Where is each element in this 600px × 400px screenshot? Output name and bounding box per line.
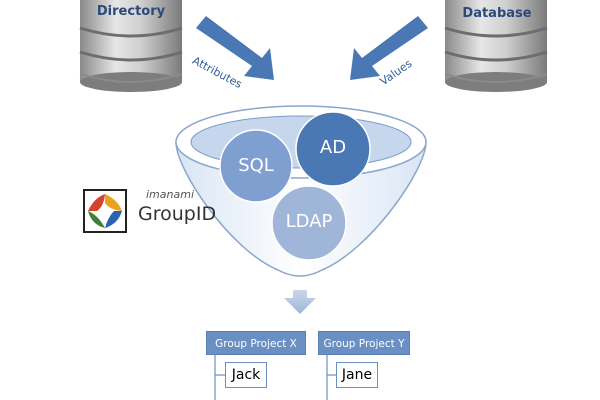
database-label: Database: [462, 6, 532, 21]
directory-label: Directory: [96, 4, 166, 19]
member-jack: Jack: [225, 362, 267, 388]
ad-label: AD: [319, 137, 347, 158]
group-header-x: Group Project X: [206, 331, 306, 355]
group-header-y: Group Project Y: [318, 331, 410, 355]
ldap-circle: [271, 185, 347, 261]
brand-product: GroupID: [138, 203, 217, 225]
imanami-logo: [83, 189, 127, 233]
ldap-label: LDAP: [285, 211, 333, 232]
directory-database-icon: [79, 0, 183, 92]
attributes-arrow-icon: [196, 16, 274, 80]
brand-company: imanami: [146, 188, 194, 201]
sql-label: SQL: [238, 155, 274, 176]
database-icon: [444, 0, 548, 92]
member-jane: Jane: [336, 362, 378, 388]
ad-circle: [295, 111, 371, 187]
group-tree-lines: [214, 355, 336, 400]
down-arrow-icon: [284, 290, 316, 314]
sql-circle: [219, 129, 293, 203]
values-arrow-icon: [350, 16, 428, 80]
